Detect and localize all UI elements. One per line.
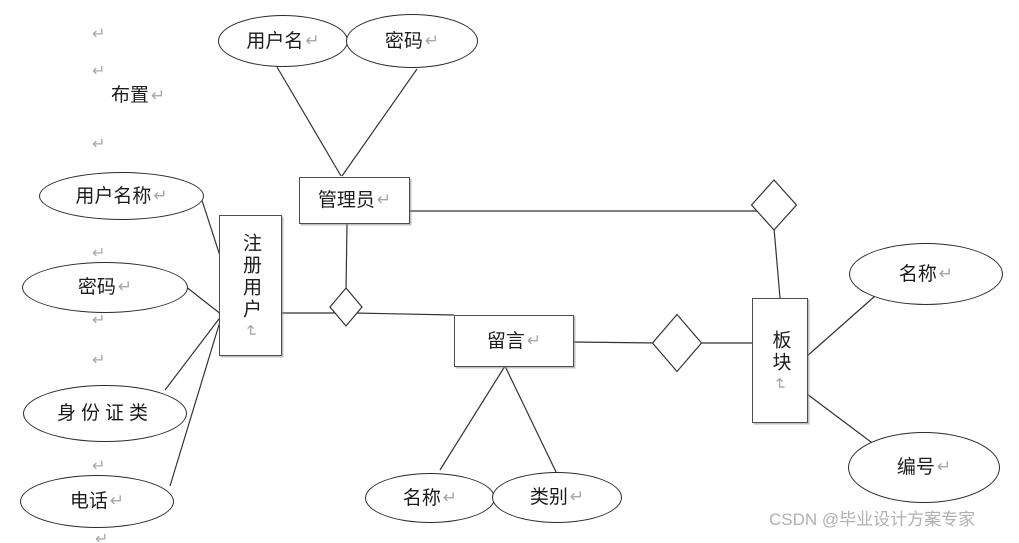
paragraph-mark: ↵ xyxy=(241,323,261,338)
paragraph-mark: ↵ xyxy=(92,134,106,153)
line-message-d2 xyxy=(572,341,661,344)
attribute-user-idcard: 身份证类 xyxy=(23,385,187,442)
paragraph-mark: ↵ xyxy=(92,243,106,262)
line-message-category xyxy=(504,365,558,475)
paragraph-mark: ↵ xyxy=(88,0,101,4)
paragraph-mark: ↵ xyxy=(151,86,166,106)
relationship-diamond-admin-board xyxy=(750,179,798,231)
paragraph-mark: ↵ xyxy=(442,487,458,508)
line-username-admin xyxy=(276,66,342,177)
relationship-diamond-message-board xyxy=(651,313,703,373)
attribute-user-phone: 电话↵ xyxy=(20,475,174,528)
line-admin-d1 xyxy=(345,223,348,293)
paragraph-mark: ↵ xyxy=(92,350,106,369)
paragraph-mark: ↵ xyxy=(936,457,952,477)
entity-board: 板块 ↵ xyxy=(752,298,808,423)
entity-message: 留言↵ xyxy=(454,315,574,367)
line-password-admin xyxy=(341,68,418,177)
relationship-diamond-admin-reguser xyxy=(329,287,363,327)
paragraph-mark: ↵ xyxy=(153,185,168,206)
entity-registered-user-label: 注册用户 xyxy=(240,232,261,321)
line-idcard-reguser xyxy=(164,314,223,391)
line-phone-reguser xyxy=(169,314,223,487)
attribute-user-password: 密码↵ xyxy=(22,262,188,313)
attribute-label: 身份证类 xyxy=(56,403,153,424)
attribute-admin-password: 密码↵ xyxy=(346,14,478,68)
attribute-label: 电话 xyxy=(69,491,108,512)
floating-text: 布置↵ xyxy=(111,86,165,105)
attribute-label: 密码 xyxy=(384,30,423,52)
paragraph-mark: ↵ xyxy=(109,491,125,511)
paragraph-mark: ↵ xyxy=(938,263,954,284)
attribute-admin-username: 用户名↵ xyxy=(218,15,348,67)
attribute-label: 名称 xyxy=(402,487,441,509)
entity-registered-user: 注册用户 ↵ xyxy=(219,215,282,356)
attribute-label: 名称 xyxy=(898,263,937,285)
floating-text-label: 布置 xyxy=(111,85,150,106)
attribute-label: 编号 xyxy=(896,457,935,478)
paragraph-mark: ↵ xyxy=(424,30,440,51)
paragraph-mark: ↵ xyxy=(526,330,542,351)
paragraph-mark: ↵ xyxy=(117,277,133,297)
attribute-board-name: 名称↵ xyxy=(849,243,1003,305)
line-message-name xyxy=(439,365,506,471)
attribute-label: 用户名称 xyxy=(75,185,152,207)
attribute-user-name: 用户名称↵ xyxy=(39,172,204,220)
line-password-reguser xyxy=(184,285,223,316)
attribute-board-id: 编号↵ xyxy=(848,432,1000,503)
paragraph-mark: ↵ xyxy=(569,487,585,507)
csdn-watermark: CSDN @毕业设计方案专家 xyxy=(769,510,976,529)
entity-admin-label: 管理员 xyxy=(317,190,375,211)
entity-admin: 管理员↵ xyxy=(299,177,410,224)
entity-message-label: 留言 xyxy=(486,330,525,352)
paragraph-mark: ↵ xyxy=(92,24,106,43)
attribute-message-name: 名称↵ xyxy=(365,473,495,523)
paragraph-mark: ↵ xyxy=(92,456,106,475)
paragraph-mark: ↵ xyxy=(376,190,392,210)
line-d3-board xyxy=(773,227,781,299)
attribute-label: 类别 xyxy=(529,487,568,508)
paragraph-mark: ↵ xyxy=(95,529,109,543)
attribute-message-category: 类别↵ xyxy=(492,472,622,523)
entity-board-label: 板块 xyxy=(769,329,791,374)
attribute-label: 密码 xyxy=(77,277,116,298)
paragraph-mark: ↵ xyxy=(305,30,320,51)
paragraph-mark: ↵ xyxy=(92,310,106,329)
line-d1-message xyxy=(353,312,455,316)
attribute-label: 用户名 xyxy=(246,30,304,52)
line-board-id xyxy=(806,393,876,446)
line-board-name xyxy=(805,295,876,358)
paragraph-mark: ↵ xyxy=(92,61,106,80)
paragraph-mark: ↵ xyxy=(771,376,790,391)
